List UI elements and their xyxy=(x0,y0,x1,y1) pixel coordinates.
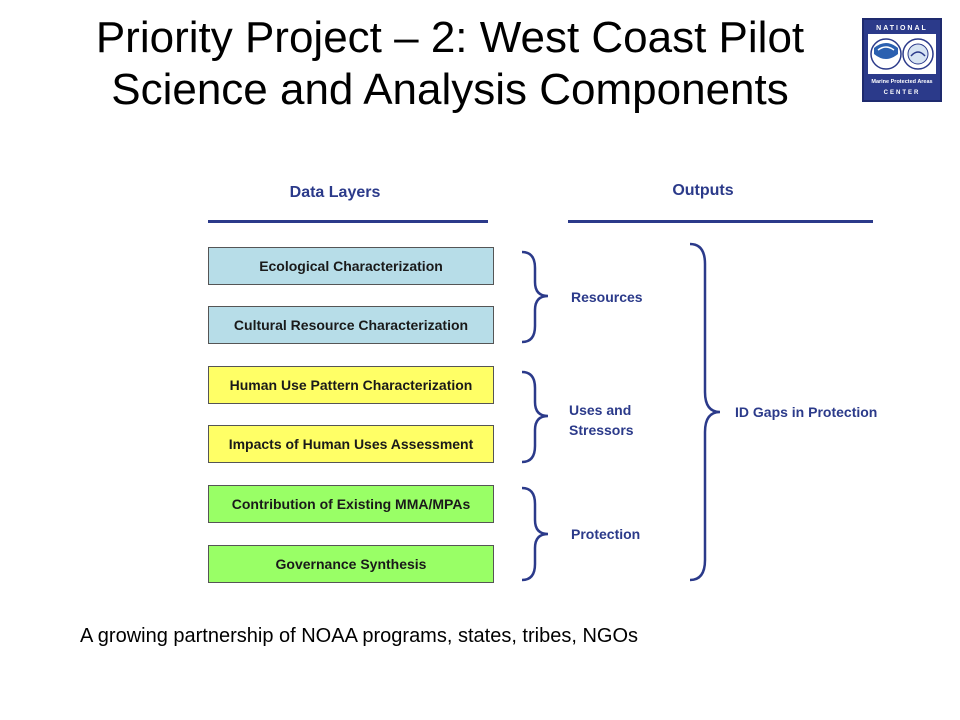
layer-box-existing-mpas: Contribution of Existing MMA/MPAs xyxy=(208,485,494,523)
brace-gaps xyxy=(689,242,721,582)
outputs-rule xyxy=(568,220,873,223)
partnership-note: A growing partnership of NOAA programs, … xyxy=(80,625,639,647)
output-id-gaps: ID Gaps in Protection xyxy=(735,404,878,420)
layer-box-ecological: Ecological Characterization xyxy=(208,247,494,285)
logo-footer-text: CENTER xyxy=(884,90,921,96)
outputs-header: Outputs xyxy=(672,182,734,199)
data-layers-rule xyxy=(208,220,488,223)
brace-resources xyxy=(521,250,549,344)
layer-box-human-use: Human Use Pattern Characterization xyxy=(208,366,494,404)
output-resources: Resources xyxy=(571,289,643,305)
logo-bottom-text: Marine Protected Areas xyxy=(871,79,932,85)
slide-title: Priority Project – 2: West Coast Pilot S… xyxy=(0,12,900,116)
mpa-center-logo: NATIONAL Marine Protected Areas CENTER xyxy=(862,18,942,102)
output-uses-line-1: Uses and xyxy=(569,402,632,418)
slide-title-line-1: Priority Project – 2: West Coast Pilot xyxy=(95,13,805,62)
noaa-seal-icon: NATIONAL Marine Protected Areas CENTER xyxy=(864,20,940,100)
output-uses-line-2: Stressors xyxy=(569,422,634,438)
layer-box-impacts: Impacts of Human Uses Assessment xyxy=(208,425,494,463)
slide-title-line-2: Science and Analysis Components xyxy=(111,65,789,114)
brace-uses xyxy=(521,370,549,464)
output-protection: Protection xyxy=(571,526,641,542)
layer-box-governance: Governance Synthesis xyxy=(208,545,494,583)
logo-top-text: NATIONAL xyxy=(876,25,928,32)
layer-box-cultural: Cultural Resource Characterization xyxy=(208,306,494,344)
brace-protection xyxy=(521,486,549,582)
data-layers-header: Data Layers xyxy=(289,184,381,201)
